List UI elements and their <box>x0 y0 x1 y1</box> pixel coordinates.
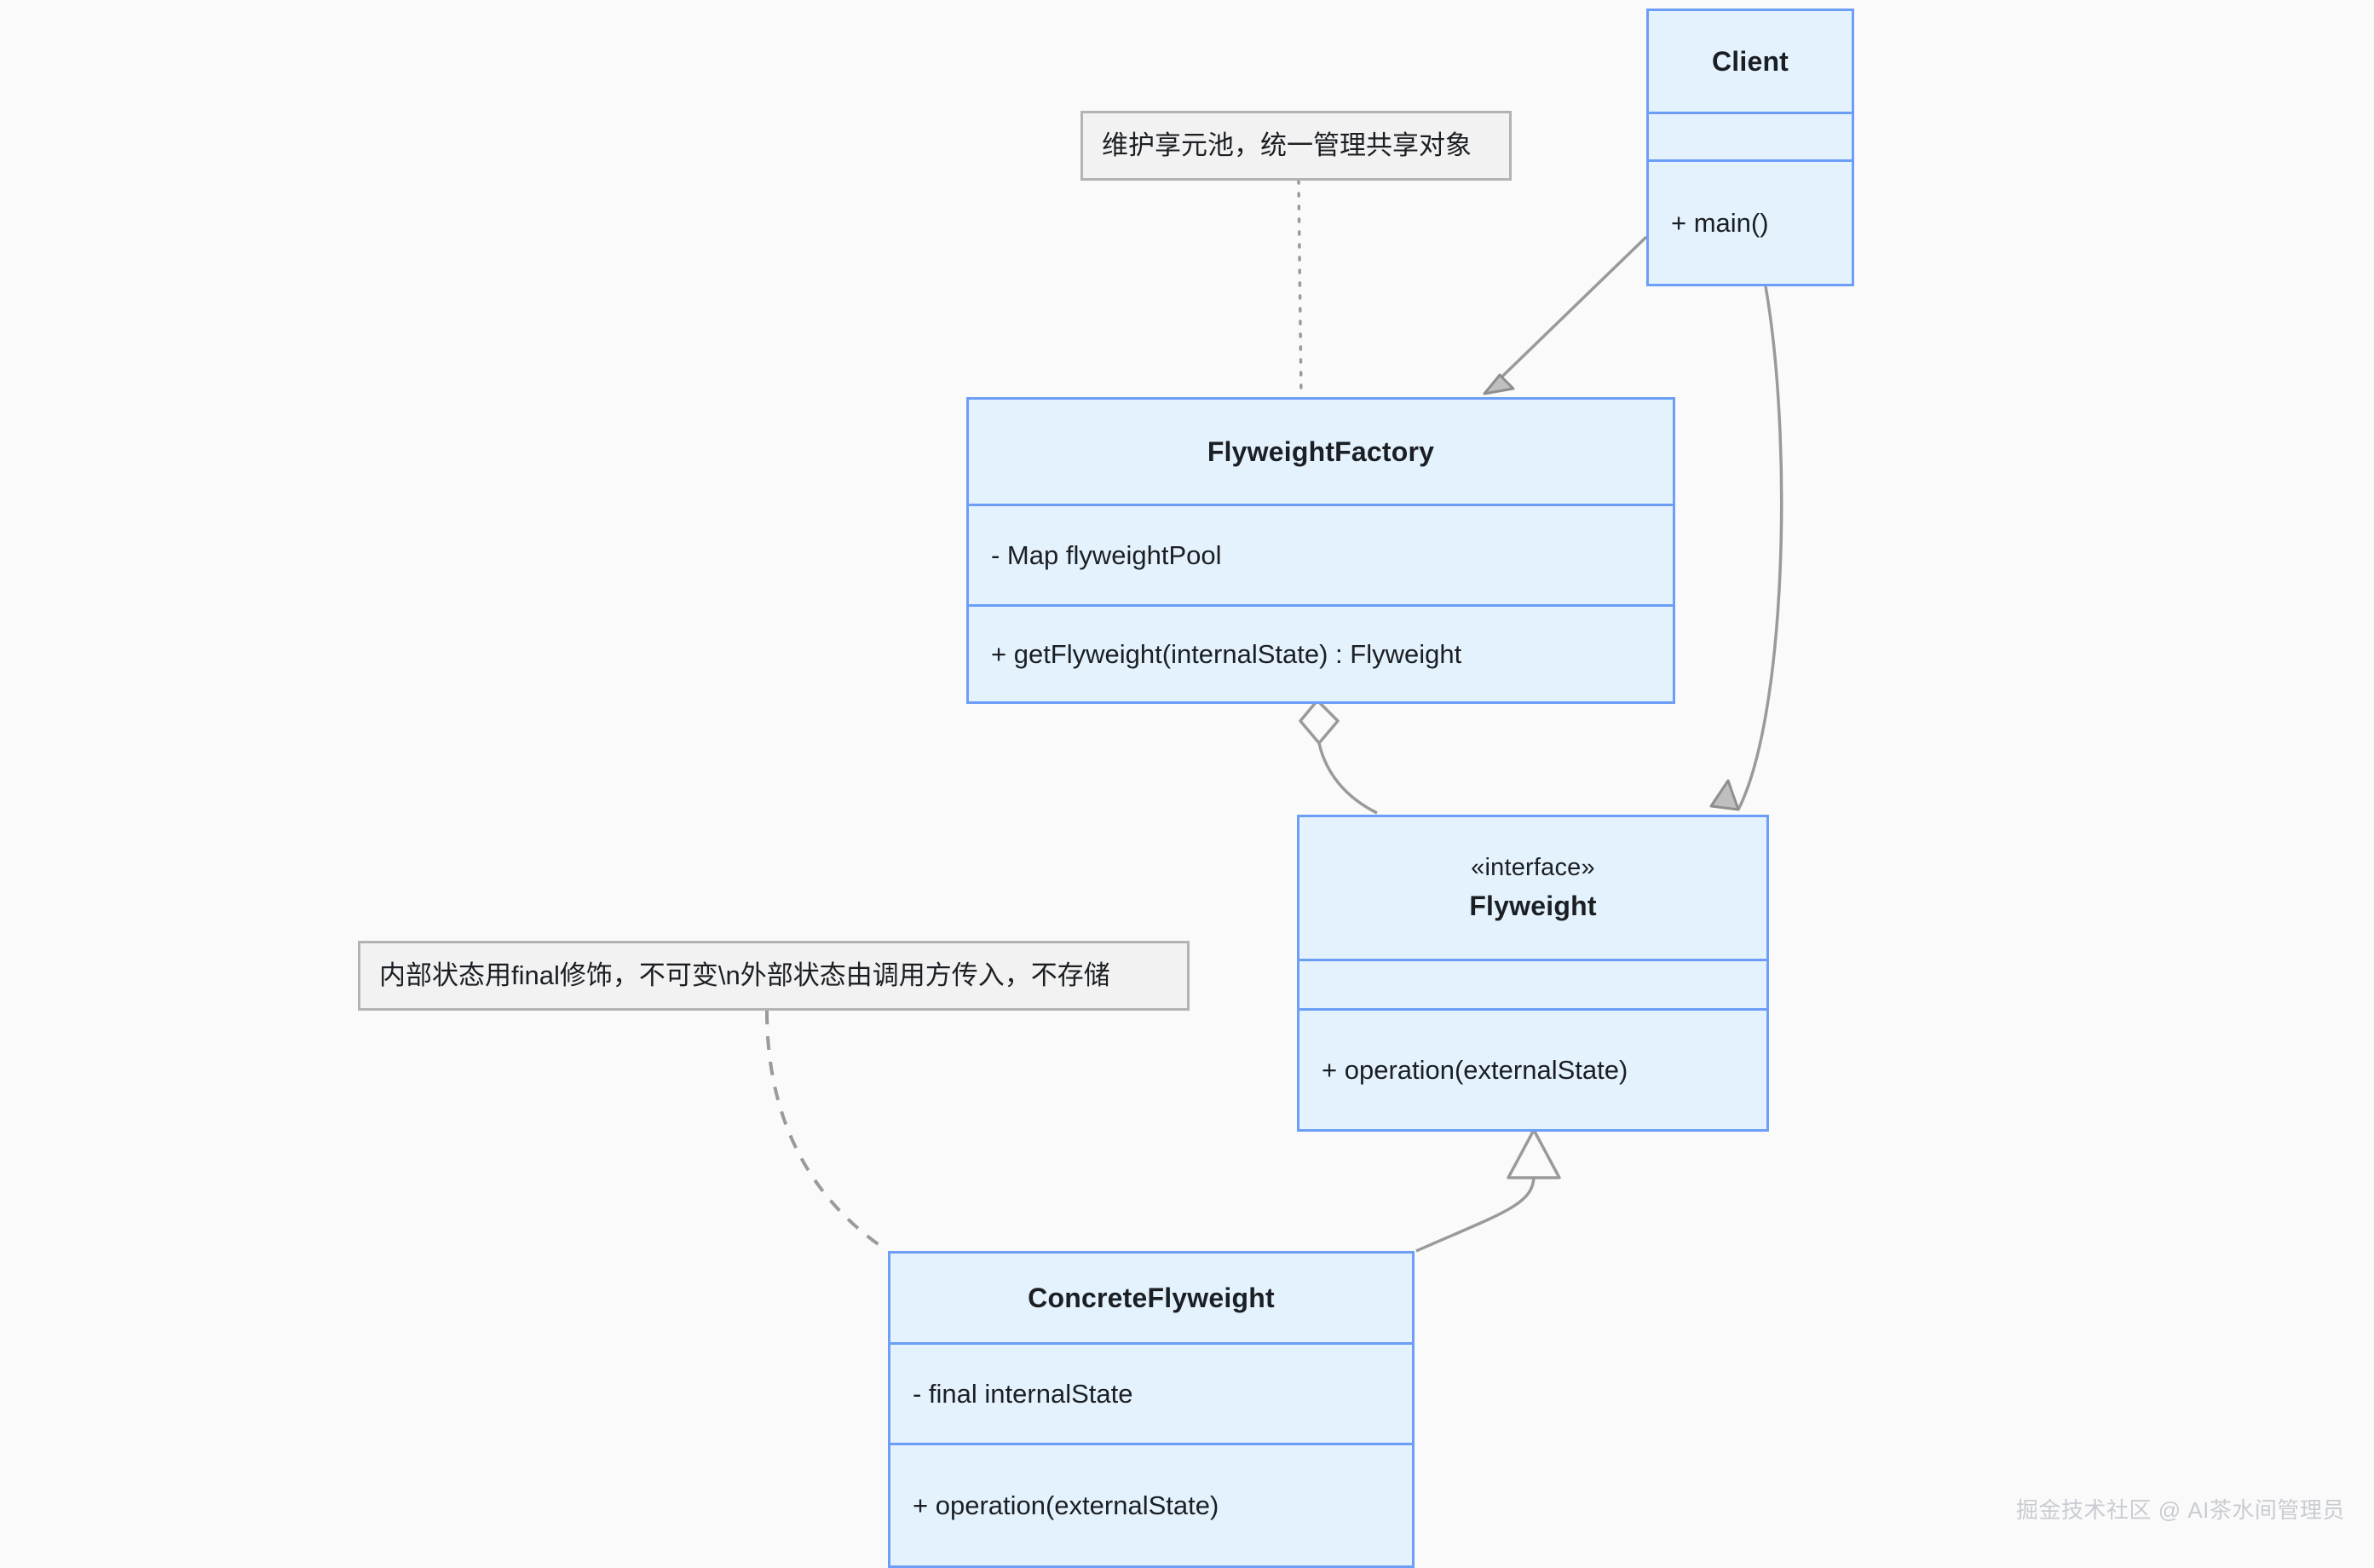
class-method-get-flyweight: + getFlyweight(internalState) : Flyweigh… <box>991 638 1462 669</box>
class-method-operation: + operation(externalState) <box>913 1490 1219 1520</box>
class-attribute-flyweight-pool: - Map flyweightPool <box>991 539 1222 570</box>
open-arrow-head <box>1709 779 1740 811</box>
watermark-label: 掘金技术社区 @ AI茶水间管理员 <box>2016 1497 2345 1523</box>
class-title-compartment: «interface» Flyweight <box>1299 817 1766 959</box>
class-name-flyweight: Flyweight <box>1469 891 1597 921</box>
class-attributes-compartment: - final internalState <box>890 1342 1412 1443</box>
relationship-client-uses-factory <box>1483 235 1648 395</box>
note-box-factory[interactable]: 维护享元池，统一管理共享对象 <box>1080 111 1512 181</box>
note-text-state: 内部状态用final修饰，不可变\n外部状态由调用方传入，不存储 <box>379 960 1110 990</box>
class-attribute-internal-state: - final internalState <box>913 1378 1133 1409</box>
class-box-flyweight-factory[interactable]: FlyweightFactory - Map flyweightPool + g… <box>966 397 1675 704</box>
class-attributes-compartment <box>1299 959 1766 1008</box>
class-name-flyweight-factory: FlyweightFactory <box>1207 435 1435 467</box>
class-name-concrete-flyweight: ConcreteFlyweight <box>1028 1282 1275 1313</box>
class-name-client: Client <box>1711 45 1789 77</box>
relationship-client-uses-flyweight <box>1709 285 1783 811</box>
class-methods-compartment: + main() <box>1649 159 1852 284</box>
class-box-client[interactable]: Client + main() <box>1646 9 1854 286</box>
class-methods-compartment: + operation(externalState) <box>890 1443 1412 1565</box>
hollow-triangle-head <box>1507 1128 1561 1179</box>
note-link-state <box>765 1010 890 1253</box>
class-methods-compartment: + getFlyweight(internalState) : Flyweigh… <box>969 604 1673 701</box>
class-attributes-compartment: - Map flyweightPool <box>969 504 1673 604</box>
class-title-compartment: FlyweightFactory <box>969 400 1673 504</box>
hollow-diamond-head <box>1299 699 1340 745</box>
class-method-main: + main() <box>1671 207 1769 238</box>
class-methods-compartment: + operation(externalState) <box>1299 1008 1766 1129</box>
class-title-compartment: ConcreteFlyweight <box>890 1254 1412 1342</box>
class-box-concrete-flyweight[interactable]: ConcreteFlyweight - final internalState … <box>888 1251 1415 1568</box>
class-method-operation: + operation(externalState) <box>1322 1054 1628 1085</box>
class-attributes-compartment <box>1649 112 1852 159</box>
relationship-factory-aggregates-flyweight <box>1299 699 1378 815</box>
open-arrow-head <box>1483 373 1515 395</box>
relationship-concrete-implements-flyweight <box>1415 1128 1561 1253</box>
class-box-flyweight[interactable]: «interface» Flyweight + operation(extern… <box>1297 815 1769 1132</box>
class-stereotype-flyweight: «interface» <box>1471 854 1595 881</box>
class-title-compartment: Client <box>1649 11 1852 112</box>
note-link-factory <box>1297 179 1303 399</box>
note-text-factory: 维护享元池，统一管理共享对象 <box>1102 130 1472 160</box>
note-box-state[interactable]: 内部状态用final修饰，不可变\n外部状态由调用方传入，不存储 <box>358 941 1190 1011</box>
